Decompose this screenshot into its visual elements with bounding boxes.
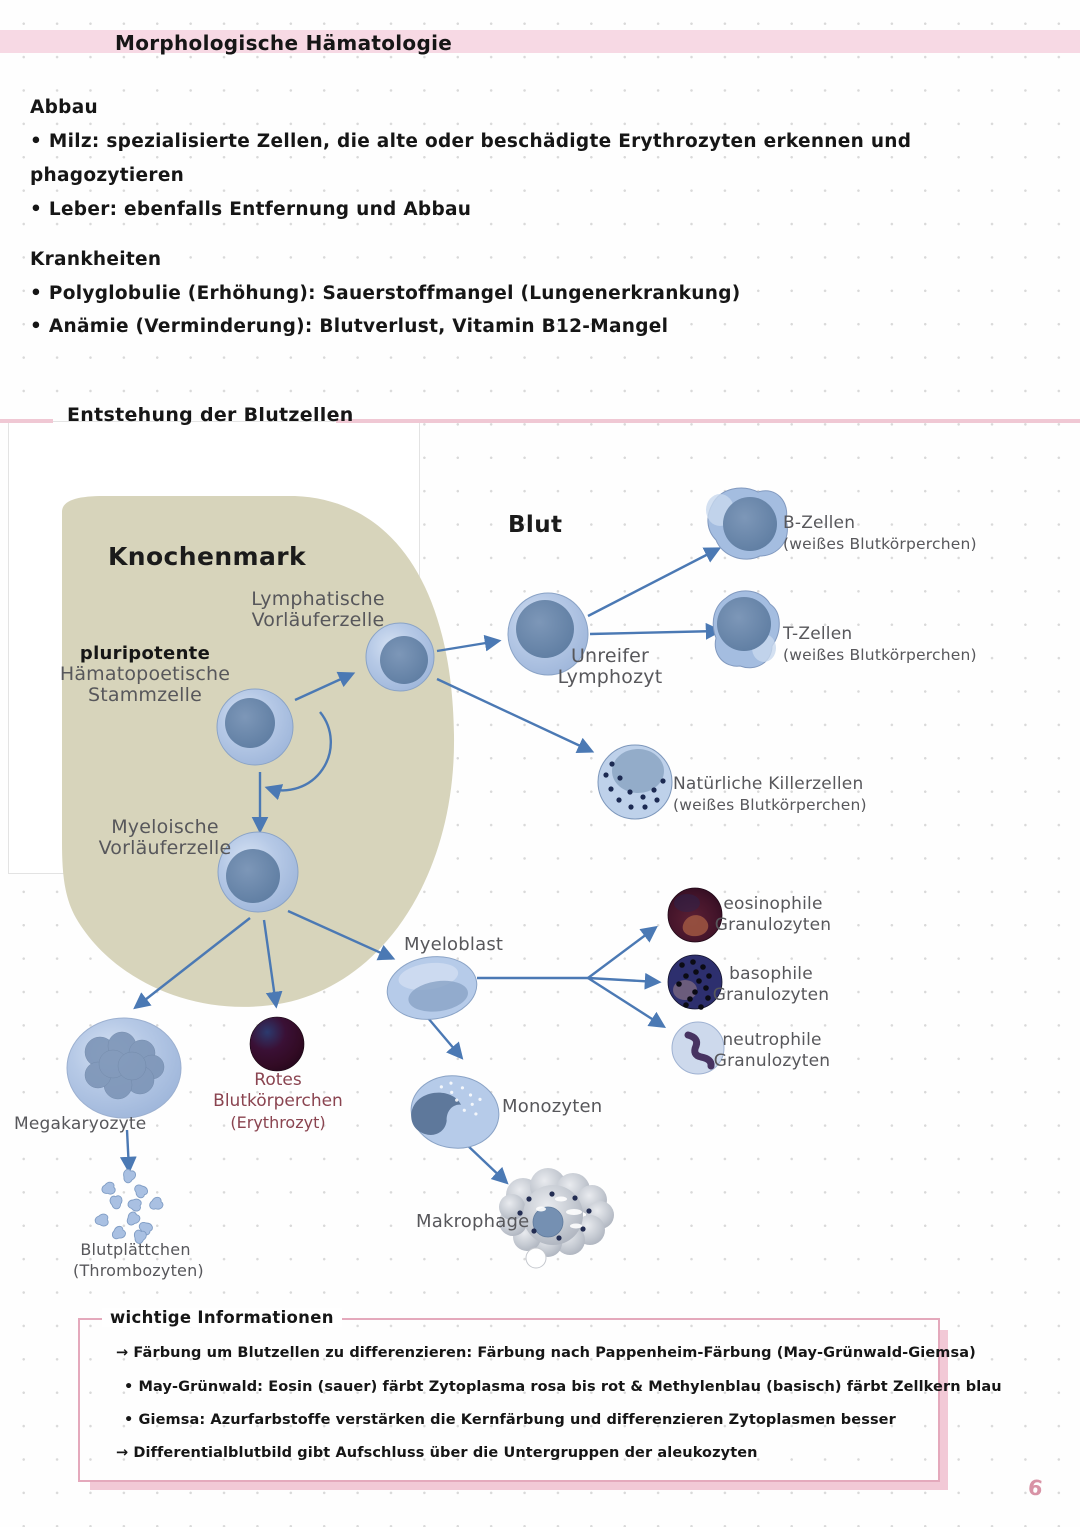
megakaryocyte-nucleus: [84, 1031, 165, 1100]
label-immature-lymphocyte: Unreifer Lymphozyt: [545, 646, 675, 688]
label-b-cells-sub: (weißes Blutkörperchen): [783, 535, 977, 553]
label-stem-line1: pluripotente: [79, 643, 211, 664]
arrow-lymphocyte-to-t: [589, 622, 723, 640]
abbau-line-3: • Leber: ebenfalls Entfernung und Abbau: [30, 199, 472, 220]
label-stem-line3: Stammzelle: [87, 684, 203, 706]
label-neutrophil-line2: Granulozyten: [713, 1051, 831, 1071]
arrow-lymphocyte-to-b: [587, 547, 722, 618]
abbau-heading: Abbau: [30, 97, 98, 118]
basophil-granules: [676, 959, 712, 1010]
monocyte-speckles: [439, 1081, 482, 1116]
label-t-cells: T-Zellen (weißes Blutkörperchen): [783, 624, 977, 666]
label-lymphocyte-line1: Unreifer: [570, 645, 650, 667]
krankheiten-line-2: • Anämie (Verminderung): Blutverlust, Vi…: [30, 316, 669, 337]
page-number: 6: [1026, 1475, 1045, 1501]
label-eosinophil: eosinophile Granulozyten: [713, 894, 833, 936]
label-monocyte: Monozyten: [502, 1096, 603, 1117]
label-basophil-line2: Granulozyten: [712, 985, 830, 1005]
label-neutrophil: neutrophile Granulozyten: [712, 1030, 832, 1072]
label-nk-cells-sub: (weißes Blutkörperchen): [673, 796, 867, 814]
arrow-to-basophil: [587, 972, 662, 990]
label-b-cells-name: B-Zellen: [783, 513, 856, 533]
arrow-mega-to-platelets: [119, 1129, 137, 1174]
arrow-to-neutrophil: [587, 976, 667, 1028]
label-lymphatic-precursor: Lymphatische Vorläuferzelle: [238, 589, 398, 631]
label-myeloid-line1: Myeloische: [111, 816, 219, 838]
arrow-monocyte-to-macrophage: [465, 1143, 509, 1185]
label-myeloid-precursor: Myeloische Vorläuferzelle: [80, 817, 250, 859]
arrow-lymph-to-lymphocyte: [436, 634, 502, 653]
label-myeloblast: Myeloblast: [404, 934, 504, 955]
blood-title: Blut: [508, 512, 563, 538]
arrow-to-eosinophil: [587, 925, 658, 979]
info-line-2: • May-Grünwald: Eosin (sauer) färbt Zyto…: [124, 1379, 1002, 1395]
label-eosinophil-line1: eosinophile: [723, 894, 823, 914]
arrow-myeloid-to-erythrocyte: [262, 919, 283, 1009]
monocyte-cell: [410, 1075, 500, 1149]
label-nk-cells-name: Natürliche Killerzellen: [673, 774, 864, 794]
t-cell: [712, 590, 780, 669]
arrow-myeloid-to-megakaryocyte: [133, 917, 251, 1010]
page-title: Morphologische Hämatologie: [115, 31, 453, 55]
b-cell: [706, 487, 788, 560]
label-megakaryocyte: Megakaryozyte: [14, 1114, 147, 1134]
erythrocyte-cell: [249, 1016, 305, 1072]
label-t-cells-name: T-Zellen: [783, 624, 853, 644]
label-lymphocyte-line2: Lymphozyt: [557, 666, 663, 688]
label-lymph-line2: Vorläuferzelle: [251, 609, 385, 631]
label-myeloid-line2: Vorläuferzelle: [98, 837, 232, 859]
nk-cell: [597, 744, 673, 820]
header-band: [0, 30, 1080, 53]
label-basophil: basophile Granulozyten: [711, 964, 831, 1006]
arrow-lymph-to-nk: [436, 677, 595, 754]
label-neutrophil-line1: neutrophile: [722, 1030, 822, 1050]
section-accent-line-left: [0, 419, 53, 423]
label-platelets: Blutplättchen (Thrombozyten): [73, 1239, 204, 1281]
label-macrophage: Makrophage: [416, 1211, 530, 1232]
arrow-myeloid-to-myeloblast: [287, 909, 396, 961]
nk-granules: [603, 761, 666, 810]
label-erythrocyte: Rotes Blutkörperchen (Erythrozyt): [203, 1070, 353, 1133]
label-nk-cells: Natürliche Killerzellen (weißes Blutkörp…: [673, 774, 867, 816]
label-basophil-line1: basophile: [729, 964, 813, 984]
label-stem-line2: Hämatopoetische: [59, 663, 231, 685]
section-accent-line-right: [336, 419, 1080, 423]
label-stem-cell: pluripotente Hämatopoetische Stammzelle: [55, 643, 235, 706]
krankheiten-heading: Krankheiten: [30, 249, 162, 270]
abbau-line-2: phagozytieren: [30, 165, 185, 186]
megakaryocyte-cell: [66, 1017, 182, 1119]
label-t-cells-sub: (weißes Blutkörperchen): [783, 646, 977, 664]
section-heading: Entstehung der Blutzellen: [67, 404, 354, 426]
label-platelets-name: Blutplättchen: [80, 1240, 191, 1259]
myeloblast-cell: [386, 956, 478, 1020]
important-info-box: wichtige Informationen → Färbung um Blut…: [78, 1308, 1002, 1482]
label-eosinophil-line2: Granulozyten: [714, 915, 832, 935]
label-platelets-sub: (Thrombozyten): [73, 1261, 204, 1280]
label-b-cells: B-Zellen (weißes Blutkörperchen): [783, 513, 977, 555]
krankheiten-line-1: • Polyglobulie (Erhöhung): Sauerstoffman…: [30, 283, 741, 304]
macrophage-highlights: [536, 1196, 582, 1229]
bone-marrow-title: Knochenmark: [108, 542, 306, 571]
info-line-1: → Färbung um Blutzellen zu differenziere…: [116, 1345, 976, 1361]
label-erythrocyte-name: Rotes Blutkörperchen: [213, 1070, 343, 1111]
info-line-3: • Giemsa: Azurfarbstoffe verstärken die …: [124, 1412, 896, 1428]
abbau-line-1: • Milz: spezialisierte Zellen, die alte …: [30, 131, 912, 152]
info-line-4: → Differentialblutbild gibt Aufschluss ü…: [116, 1445, 758, 1461]
label-erythrocyte-sub: (Erythrozyt): [230, 1113, 326, 1132]
info-box-title: wichtige Informationen: [102, 1308, 342, 1327]
label-lymph-line1: Lymphatische: [251, 588, 385, 610]
arrow-myeloblast-to-monocyte: [427, 1017, 464, 1060]
platelet-fragments: [93, 1166, 165, 1246]
